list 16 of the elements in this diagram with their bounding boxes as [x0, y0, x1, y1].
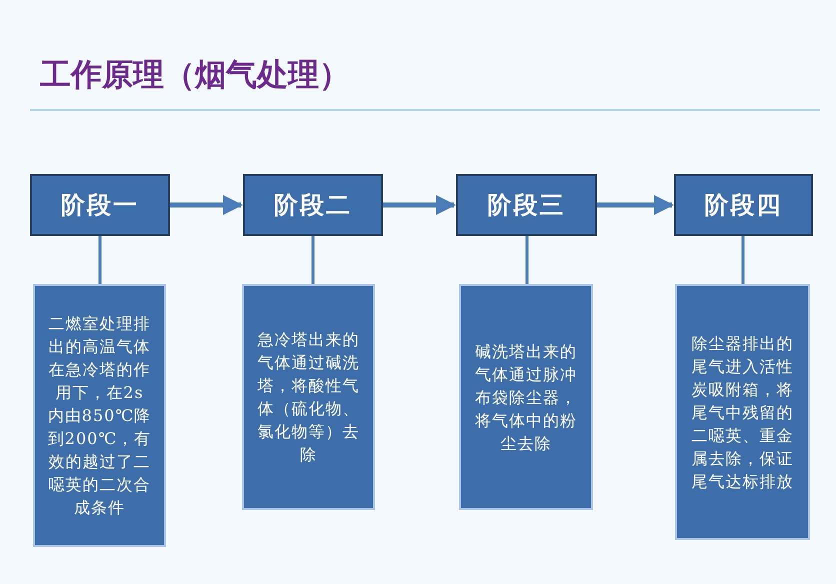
stage-box: 阶段二 — [243, 174, 383, 236]
description-box: 除尘器排出的尾气进入活性炭吸附箱，将尾气中残留的二噁英、重金属去除，保证尾气达标排放 — [675, 284, 810, 540]
stage-box: 阶段四 — [674, 174, 813, 236]
stage-box: 阶段三 — [456, 174, 597, 236]
connector-line — [312, 236, 314, 284]
description-box: 碱洗塔出来的气体通过脉冲布袋除尘器，将气体中的粉尘去除 — [459, 284, 593, 510]
connector-line — [98, 236, 102, 284]
connector-line — [526, 236, 528, 284]
arrow — [383, 195, 456, 215]
title: 工作原理（烟气处理） — [40, 56, 350, 95]
description-box: 急冷塔出来的气体通过碱洗塔，将酸性气体（硫化物、氯化物等）去除 — [242, 284, 375, 510]
arrow — [170, 195, 243, 215]
connector-line — [742, 236, 744, 284]
stage-box: 阶段一 — [30, 174, 170, 236]
description-box: 二燃室处理排出的高温气体在急冷塔的作用下，在2s内由850℃降到200℃，有效的越过了二噁英的二次合成条件 — [33, 284, 166, 547]
arrow — [597, 195, 674, 215]
